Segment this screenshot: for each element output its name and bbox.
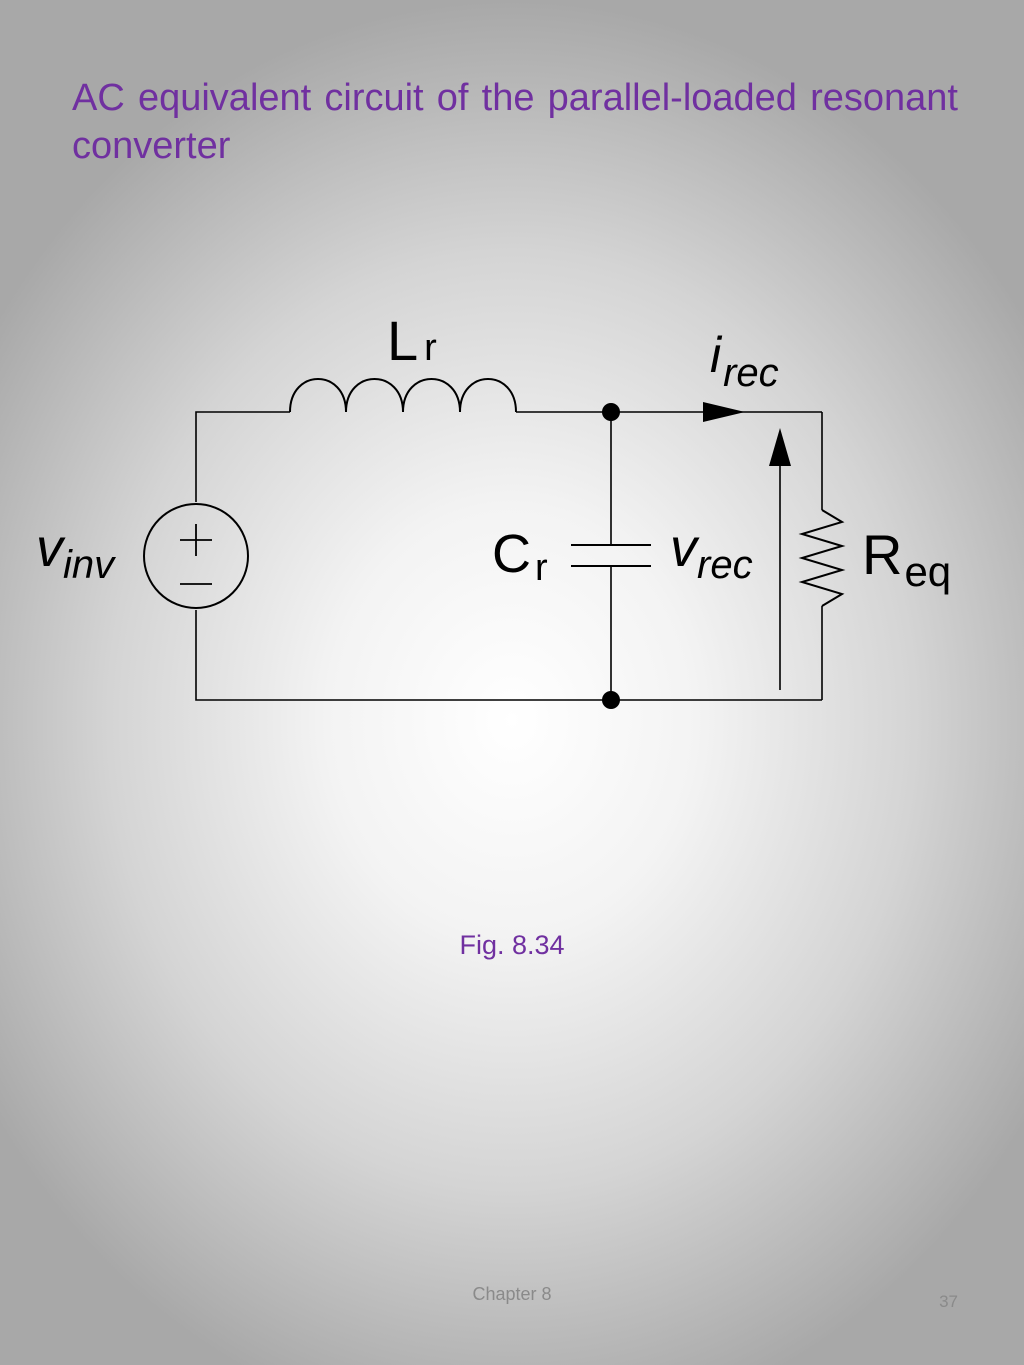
source-symbol: v [36,518,66,578]
top-node-dot [602,403,620,421]
voltage-symbol: v [670,518,700,578]
voltage-source-circle [143,503,249,609]
current-subscript: rec [723,351,779,395]
page-number: 37 [939,1292,958,1311]
bottom-wire [195,610,822,701]
inductor-coil [289,378,517,413]
capacitor-symbol: C [492,524,531,584]
voltage-label: vrec [670,518,753,587]
source-label: vinv [36,518,116,587]
resistor-zigzag [798,509,846,607]
resistor-symbol: R [862,523,902,586]
slide-title: AC equivalent circuit of the parallel-lo… [72,77,958,167]
resistor-subscript: eq [904,548,951,595]
capacitor-plates [571,544,651,567]
capacitor-subscript: r [535,547,548,589]
current-label: irec [710,327,779,395]
source-plus-sign [180,524,212,556]
figure-caption: Fig. 8.34 [459,930,565,960]
top-left-wire [195,411,290,502]
footer-chapter: Chapter 8 [472,1284,552,1304]
current-symbol: i [710,327,723,383]
resistor-label: Req [862,523,951,595]
source-subscript: inv [63,543,116,587]
bottom-node-dot [602,691,620,709]
voltage-arrow-head [769,428,791,466]
current-arrow-head [703,402,745,422]
voltage-subscript: rec [697,543,753,587]
inductor-subscript: r [424,327,437,369]
inductor-symbol: L [387,309,418,372]
